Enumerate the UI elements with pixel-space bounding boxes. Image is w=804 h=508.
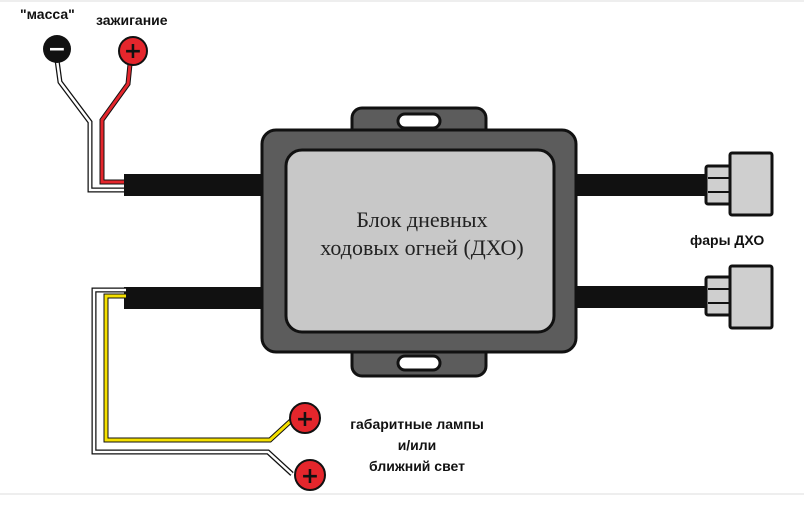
parking-terminal-icon: + (289, 402, 321, 434)
ground-label: "масса" (20, 6, 75, 22)
drl-unit-title: Блок дневных ходовых огней (ДХО) (288, 206, 556, 262)
drl-unit-title-line1: Блок дневных (356, 207, 488, 232)
low-beam-label: ближний свет (369, 458, 465, 474)
drl-unit-title-line2: ходовых огней (ДХО) (320, 235, 524, 260)
svg-text:+: + (301, 464, 319, 489)
parking-light-wire (103, 293, 296, 443)
drl-connector-bottom (704, 264, 774, 330)
ground-terminal-icon: − (43, 35, 71, 63)
ignition-wire (99, 63, 133, 185)
input-cable-bottom (124, 287, 264, 309)
input-cable-top (124, 174, 264, 196)
ignition-label: зажигание (96, 12, 168, 28)
low-beam-terminal-icon: + (294, 459, 326, 491)
low-beam-wire (91, 287, 294, 476)
drl-unit-panel (284, 148, 556, 334)
ignition-terminal-icon: + (118, 36, 148, 66)
svg-text:+: + (296, 407, 314, 432)
drl-lamps-label: фары ДХО (690, 232, 765, 248)
output-cable-top (574, 174, 710, 196)
drl-connector-top (704, 151, 774, 217)
svg-text:−: − (48, 37, 66, 62)
svg-text:+: + (124, 39, 142, 64)
parking-lamps-label: габаритные лампы (350, 416, 484, 432)
output-cable-bottom (574, 286, 710, 308)
ground-wire (54, 59, 126, 193)
and-or-label: и/или (397, 437, 437, 453)
